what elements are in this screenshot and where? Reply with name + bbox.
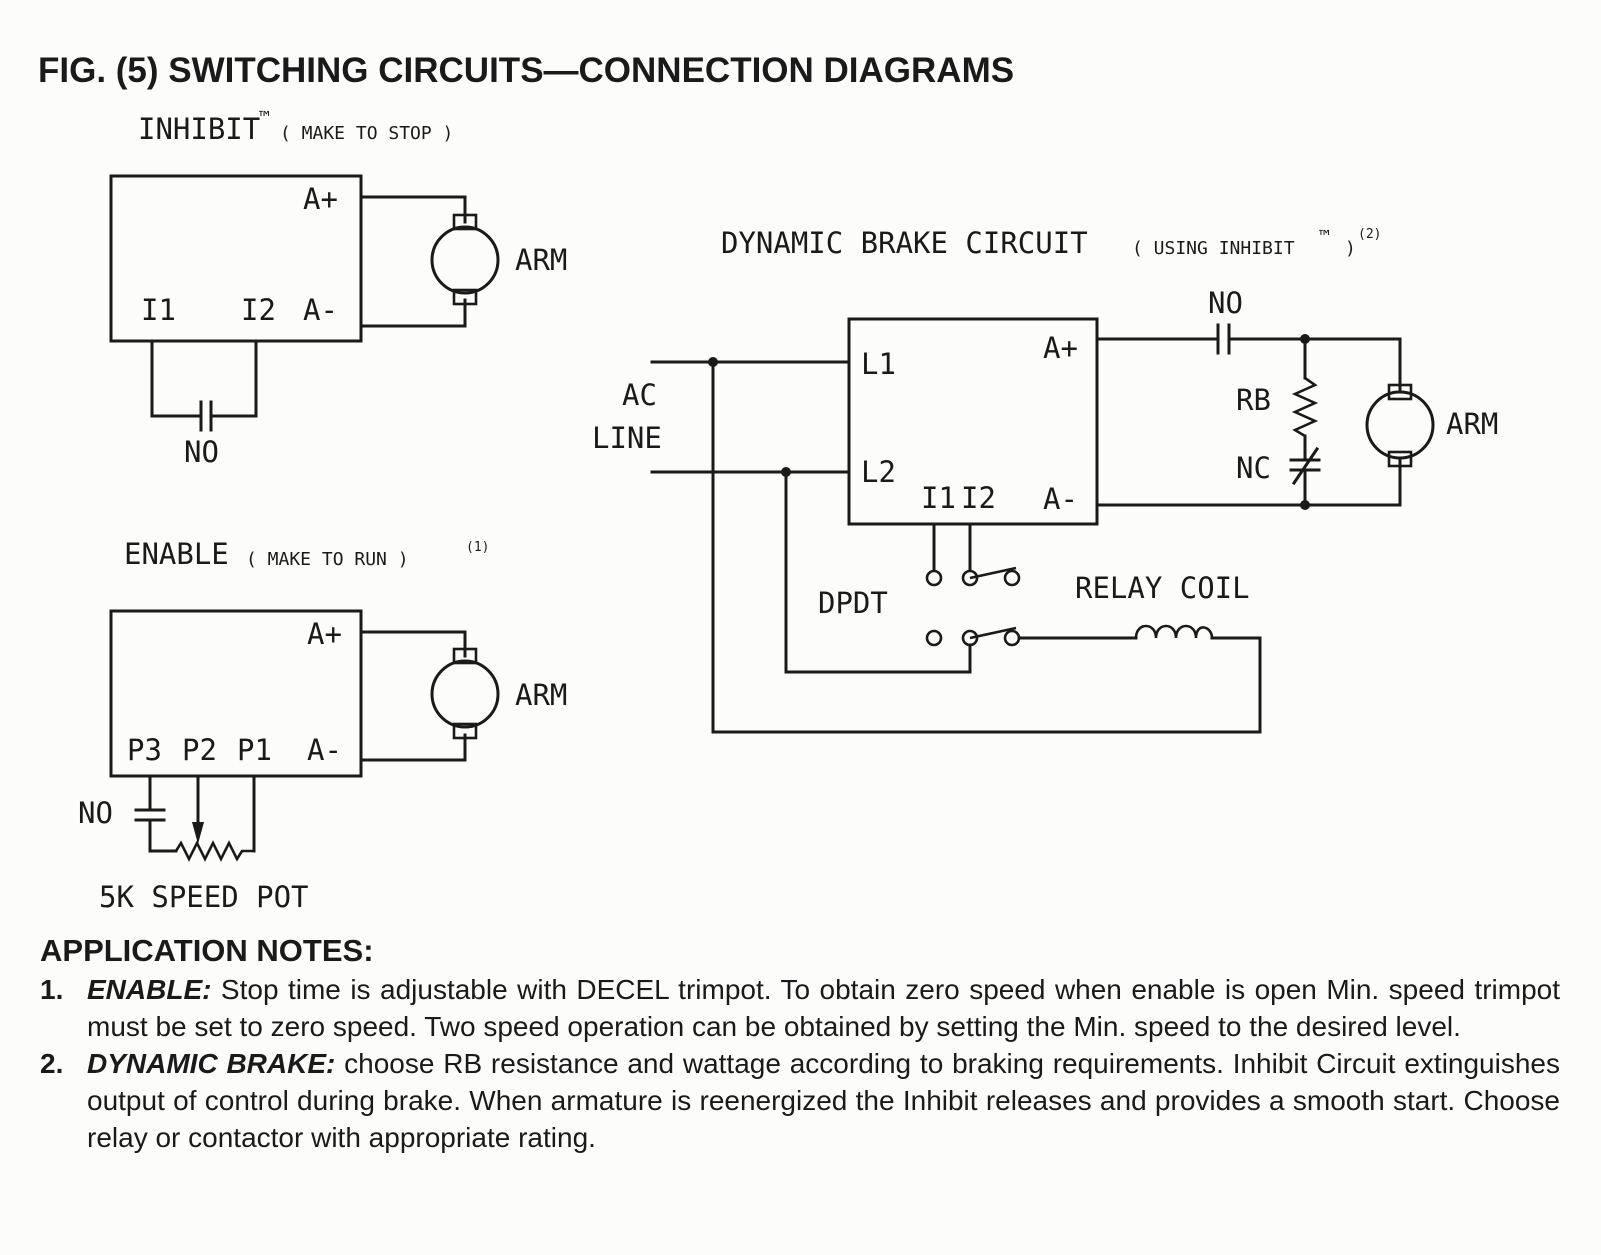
brake-no-contact xyxy=(1216,323,1231,355)
brake-title: DYNAMIC BRAKE CIRCUIT xyxy=(721,226,1088,260)
note-term: DYNAMIC BRAKE: xyxy=(87,1048,336,1079)
dynamic-brake-circuit: DYNAMIC BRAKE CIRCUIT ( USING INHIBIT ™ … xyxy=(592,226,1498,734)
relay-coil-label: RELAY COIL xyxy=(1075,571,1250,605)
inhibit-wire-a-plus xyxy=(359,195,467,224)
brake-terminal-l1: L1 xyxy=(861,347,896,381)
brake-subtitle: ( USING INHIBIT xyxy=(1132,238,1295,259)
note-text: Stop time is adjustable with DECEL trimp… xyxy=(87,974,1560,1042)
figure-title: FIG. (5) SWITCHING CIRCUITS—CONNECTION D… xyxy=(38,51,1014,90)
enable-control-box xyxy=(109,609,363,778)
nc-contact xyxy=(1289,446,1321,507)
inhibit-terminal-a-minus: A- xyxy=(303,293,338,327)
inhibit-motor-symbol xyxy=(430,213,500,306)
relay-coil-symbol xyxy=(1134,624,1214,639)
enable-speed-pot xyxy=(174,774,254,862)
brake-terminal-a-minus: A- xyxy=(1043,482,1078,516)
brake-note-ref: (2) xyxy=(1358,227,1381,242)
enable-motor-symbol xyxy=(430,647,500,740)
enable-switch-label: NO xyxy=(78,796,113,830)
inhibit-wire-a-minus xyxy=(359,298,467,328)
inhibit-subtitle: ( MAKE TO STOP ) xyxy=(280,123,453,144)
enable-no-contact xyxy=(134,774,178,853)
inhibit-circuit: INHIBIT ™ ( MAKE TO STOP ) A+ A- I1 I2 A… xyxy=(109,108,567,469)
brake-terminal-l2: L2 xyxy=(861,455,896,489)
brake-terminal-i2: I2 xyxy=(961,481,996,515)
inhibit-wire-i1 xyxy=(150,339,203,418)
notes-heading: APPLICATION NOTES: xyxy=(40,933,374,968)
note-number: 2. xyxy=(40,1048,64,1079)
brake-motor-label: ARM xyxy=(1446,407,1498,441)
inhibit-terminal-i2: I2 xyxy=(241,293,276,327)
application-notes: APPLICATION NOTES: 1. ENABLE: Stop time … xyxy=(40,932,1560,1156)
enable-circuit: ENABLE ( MAKE TO RUN ) (1) A+ A- P3 P2 P… xyxy=(78,537,567,914)
enable-pot-label: 5K SPEED POT xyxy=(99,880,309,914)
enable-title: ENABLE xyxy=(124,537,229,571)
brake-tm: ™ xyxy=(1318,227,1330,248)
rb-resistor xyxy=(1291,337,1319,462)
enable-terminal-p3: P3 xyxy=(127,733,162,767)
brake-control-box xyxy=(847,317,1099,526)
inhibit-no-contact xyxy=(199,400,213,432)
note-item: 2. DYNAMIC BRAKE: choose RB resistance a… xyxy=(40,1045,1560,1156)
inhibit-motor-label: ARM xyxy=(515,243,567,277)
enable-terminal-p1: P1 xyxy=(237,733,272,767)
note-text: choose RB resistance and wattage accordi… xyxy=(87,1048,1560,1153)
note-number: 1. xyxy=(40,974,64,1005)
wire-relay-return xyxy=(711,360,1262,734)
brake-subtitle-end: ) xyxy=(1345,238,1356,259)
enable-terminal-p2: P2 xyxy=(182,733,217,767)
brake-no-label: NO xyxy=(1208,286,1243,320)
dpdt-switch xyxy=(925,522,1138,674)
note-body: DYNAMIC BRAKE: choose RB resistance and … xyxy=(87,1045,1560,1156)
brake-motor-symbol xyxy=(1365,383,1435,468)
wire-to-arm-top xyxy=(1227,337,1402,394)
inhibit-title: INHIBIT xyxy=(138,112,260,146)
inhibit-terminal-a-plus: A+ xyxy=(303,182,338,216)
enable-wire-a-plus xyxy=(359,630,467,658)
inhibit-control-box xyxy=(109,174,363,343)
nc-label: NC xyxy=(1236,451,1271,485)
brake-terminal-i1: I1 xyxy=(921,481,956,515)
enable-subtitle: ( MAKE TO RUN ) xyxy=(246,549,409,570)
inhibit-wire-i2 xyxy=(209,339,258,418)
enable-terminal-a-minus: A- xyxy=(307,733,342,767)
ac-line-label-1: AC xyxy=(622,378,657,412)
enable-motor-label: ARM xyxy=(515,678,567,712)
note-body: ENABLE: Stop time is adjustable with DEC… xyxy=(87,971,1560,1045)
note-term: ENABLE: xyxy=(87,974,212,1005)
inhibit-switch-label: NO xyxy=(184,435,219,469)
rb-label: RB xyxy=(1236,383,1271,417)
brake-terminal-a-plus: A+ xyxy=(1043,331,1078,365)
inhibit-tm: ™ xyxy=(258,108,270,129)
enable-terminal-a-plus: A+ xyxy=(307,617,342,651)
inhibit-terminal-i1: I1 xyxy=(141,293,176,327)
enable-wire-a-minus xyxy=(359,733,467,762)
ac-line-label-2: LINE xyxy=(592,421,662,455)
note-item: 1. ENABLE: Stop time is adjustable with … xyxy=(40,971,1560,1045)
dpdt-label: DPDT xyxy=(818,586,888,620)
enable-note-ref: (1) xyxy=(466,540,489,555)
